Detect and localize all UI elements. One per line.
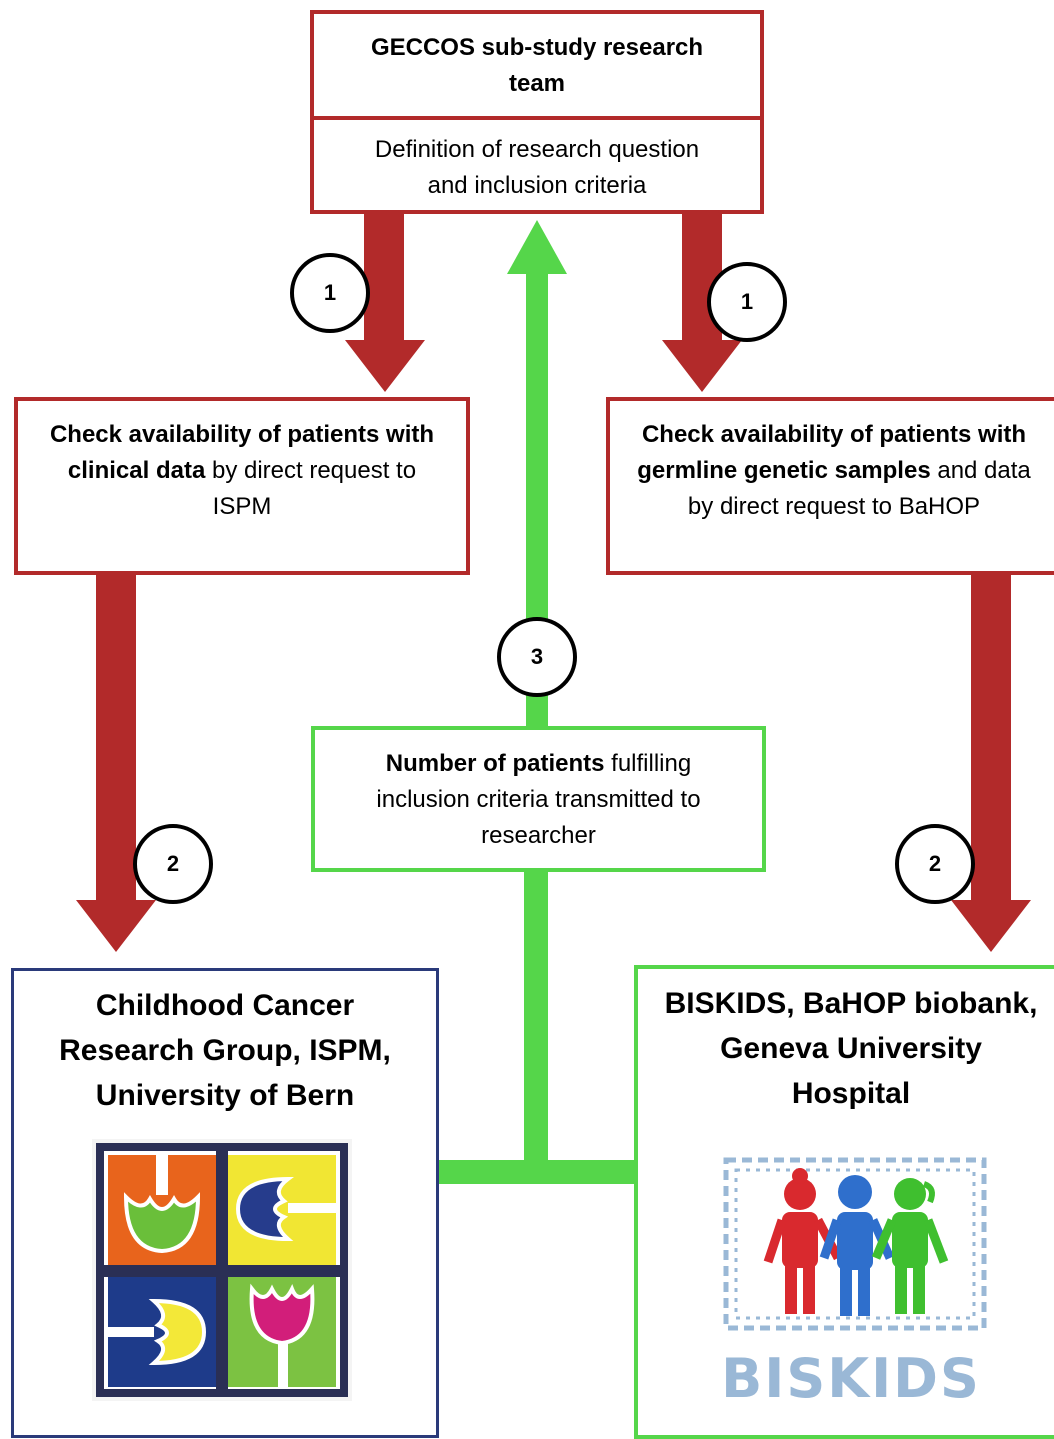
arrow-left-long (76, 573, 156, 952)
research-team-divider (314, 116, 760, 120)
right-check-box: Check availability of patients with germ… (606, 397, 1054, 575)
left-check-bold: Check availability of patients with clin… (49, 421, 435, 484)
tulip-quadrant-logo (92, 1139, 352, 1401)
left-org-box: Childhood Cancer Research Group, ISPM, U… (11, 968, 439, 1438)
research-team-subtitle: Definition of research question and incl… (374, 136, 700, 199)
result-box: Number of patients fulfilling inclusion … (311, 726, 766, 872)
result-bold: Number of patients (385, 750, 605, 777)
left-check-box: Check availability of patients with clin… (14, 397, 470, 575)
arrow-top-left (345, 210, 425, 392)
left-check-rest: by direct request to ISPM (205, 457, 417, 520)
left-org-name: Childhood Cancer Research Group, ISPM, U… (59, 989, 391, 1112)
right-org-box: BISKIDS, BaHOP biobank, Geneva Universit… (634, 965, 1054, 1439)
right-check-bold: Check availability of patients with germ… (637, 421, 1027, 484)
right-org-name: BISKIDS, BaHOP biobank, Geneva Universit… (664, 987, 1038, 1110)
step-2-left: 2 (133, 824, 213, 904)
step-3: 3 (497, 617, 577, 697)
step-2-right: 2 (895, 824, 975, 904)
dna-children-logo (723, 1157, 987, 1331)
result-rest: fulfilling inclusion criteria transmitte… (376, 750, 701, 849)
research-team-title: GECCOS sub-study research team (370, 34, 704, 97)
step-1-left: 1 (290, 253, 370, 333)
arrow-green-up (507, 220, 567, 728)
green-connector (438, 870, 634, 1184)
research-team-box: GECCOS sub-study research team Definitio… (310, 10, 764, 214)
arrow-right-long (951, 573, 1031, 952)
right-check-rest: and data by direct request to BaHOP (687, 457, 1031, 520)
step-1-right: 1 (707, 262, 787, 342)
biskids-logo-text: BISKIDS (721, 1347, 981, 1410)
